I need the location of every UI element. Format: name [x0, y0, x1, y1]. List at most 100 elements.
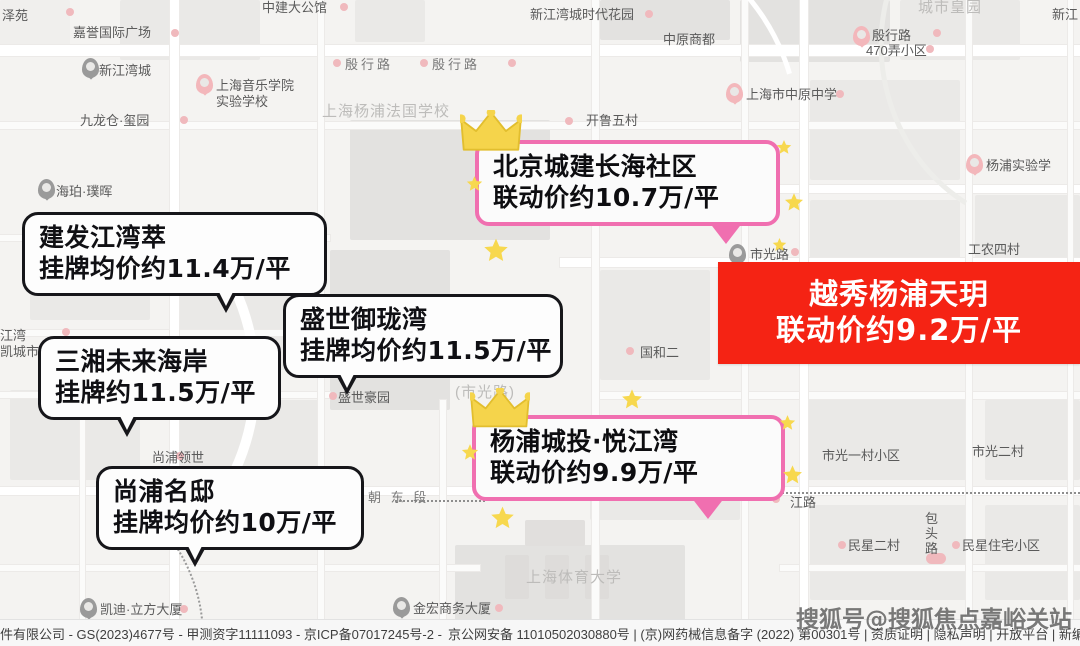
map-poi-dot — [171, 29, 179, 37]
map-label: 包 — [925, 511, 939, 526]
map-label: 殷行路 — [432, 57, 481, 72]
map-label: 泽苑 — [2, 8, 29, 23]
map-label: 上海体育大学 — [526, 569, 623, 586]
callout-tail — [184, 546, 206, 567]
star-icon — [784, 192, 804, 217]
map-road — [0, 565, 480, 571]
map-label: 民星二村 — [848, 538, 901, 553]
star-icon — [621, 388, 643, 415]
map-label: 头 — [925, 526, 939, 541]
star-icon — [782, 464, 803, 490]
map-poi-dot — [340, 3, 348, 11]
map-poi-dot — [333, 59, 341, 67]
map-label: 凯迪·立方大厦 — [100, 602, 183, 617]
map-poi-dot — [926, 553, 946, 564]
star-icon — [461, 443, 479, 466]
callout-tail — [336, 374, 358, 395]
map-label: 杨浦实验学 — [986, 158, 1052, 173]
map-pin[interactable] — [38, 179, 55, 199]
footer-links-text: 第00301号 | 资质证明 | 隐私声明 | 开放平台 | 新编 — [798, 626, 1080, 642]
map-poi-dot — [952, 541, 960, 549]
map-road — [600, 185, 1080, 193]
callout-beijing-changhai[interactable]: 北京城建长海社区 联动价约10.7万/平 — [475, 140, 780, 244]
star-icon — [772, 237, 787, 257]
map-road — [592, 0, 599, 646]
map-poi-dot — [176, 452, 184, 460]
map-pin[interactable] — [726, 83, 743, 103]
footer-police-text: 京公网安备 11010502030880号 | (京)网药械信息备字 (2022… — [447, 626, 795, 642]
map-block — [355, 0, 425, 42]
map-label: 新江 — [1052, 7, 1079, 22]
map-label: 路 — [925, 541, 939, 556]
map-boundary — [395, 500, 485, 502]
map-pin[interactable] — [393, 597, 410, 617]
callout-title: 盛世御珑湾 — [300, 305, 428, 334]
callout-title: 三湘未来海岸 — [55, 347, 209, 376]
callout-shangpu-mingdi[interactable]: 尚浦名邸 挂牌均价约10万/平 — [96, 466, 364, 567]
map-label: 市光二村 — [972, 444, 1025, 459]
map-block — [505, 555, 529, 599]
map-pin[interactable] — [82, 58, 99, 78]
map-label: 金宏商务大厦 — [413, 601, 492, 616]
map-label: 470弄小区 — [866, 43, 927, 58]
callout-yuexiu-yangpu-tianyue[interactable]: 越秀杨浦天玥 联动价约9.2万/平 — [718, 262, 1080, 364]
map-pin[interactable] — [729, 244, 746, 264]
map-block — [810, 80, 960, 180]
map-road — [0, 45, 1080, 56]
map-label: 工农四村 — [968, 242, 1021, 257]
map-road — [440, 400, 446, 646]
map-label: 殷行路 — [345, 57, 394, 72]
star-icon — [483, 237, 509, 268]
map-block — [975, 195, 1080, 265]
map-label: 中建大公馆 — [262, 0, 328, 15]
callout-title: 越秀杨浦天玥 — [808, 277, 989, 311]
map-pin[interactable] — [196, 74, 213, 94]
callout-jianfa-jiangwancui[interactable]: 建发江湾萃 挂牌均价约11.4万/平 — [22, 212, 327, 313]
map-label: 凯城市 — [0, 344, 40, 359]
map-block — [600, 270, 710, 380]
map-road — [600, 392, 1080, 399]
map-label: 海珀·璞晖 — [56, 184, 113, 199]
map-pin[interactable] — [853, 26, 870, 46]
map-label: 殷行路 — [872, 28, 912, 43]
map-label: 朝 东 段 — [368, 490, 430, 505]
star-icon — [776, 139, 792, 160]
map-label: 嘉誉国际广场 — [73, 25, 152, 40]
map-block — [810, 200, 960, 265]
map-label: 民星住宅小区 — [962, 538, 1041, 553]
map-block — [985, 400, 1080, 480]
callout-yangpu-chengtou-yuejiangwan[interactable]: 杨浦城投·悦江湾 联动价约9.9万/平 — [472, 415, 785, 519]
callout-shengshi-yulongwan[interactable]: 盛世御珑湾 挂牌均价约11.5万/平 — [283, 294, 563, 395]
callout-title: 北京城建长海社区 — [493, 152, 698, 181]
map-label: 上海音乐学院 — [216, 78, 295, 93]
callout-price: 联动价约9.9万/平 — [490, 458, 699, 487]
map-poi-dot — [791, 248, 799, 256]
map-label: 九龙仓·玺园 — [80, 113, 150, 128]
map-label: 开鲁五村 — [586, 113, 639, 128]
map-poi-dot — [508, 59, 516, 67]
map-label: 上海杨浦法国学校 — [322, 103, 451, 120]
map-poi-dot — [565, 117, 573, 125]
callout-title: 尚浦名邸 — [113, 477, 216, 506]
footer-license-text: 件有限公司 - GS(2023)4677号 - 甲测资字11111093 - 京… — [0, 626, 442, 642]
map-label: 新江湾城时代花园 — [530, 7, 635, 22]
callout-tail — [709, 222, 743, 244]
callout-sanxiang-weilaihaian[interactable]: 三湘未来海岸 挂牌约11.5万/平 — [38, 336, 281, 437]
map-label: 城市皇园 — [918, 0, 983, 16]
map-block — [600, 0, 730, 40]
map-poi-dot — [933, 29, 941, 37]
map-pin[interactable] — [80, 598, 97, 618]
map-pin[interactable] — [966, 154, 983, 174]
callout-price: 挂牌均价约11.4万/平 — [39, 254, 291, 283]
watermark: 搜狐号@搜狐焦点嘉峪关站 — [796, 607, 1072, 633]
callout-tail — [215, 292, 237, 313]
map-poi-dot — [329, 392, 337, 400]
map-poi-dot — [420, 59, 428, 67]
map-block — [810, 505, 970, 600]
callout-price: 联动价约10.7万/平 — [493, 183, 720, 212]
map-block — [455, 545, 685, 625]
map-label: 中原商都 — [663, 32, 716, 47]
callout-tail — [116, 416, 138, 437]
map-label: 新江湾城 — [99, 63, 152, 78]
map-label: 尚浦领世 — [152, 450, 205, 465]
